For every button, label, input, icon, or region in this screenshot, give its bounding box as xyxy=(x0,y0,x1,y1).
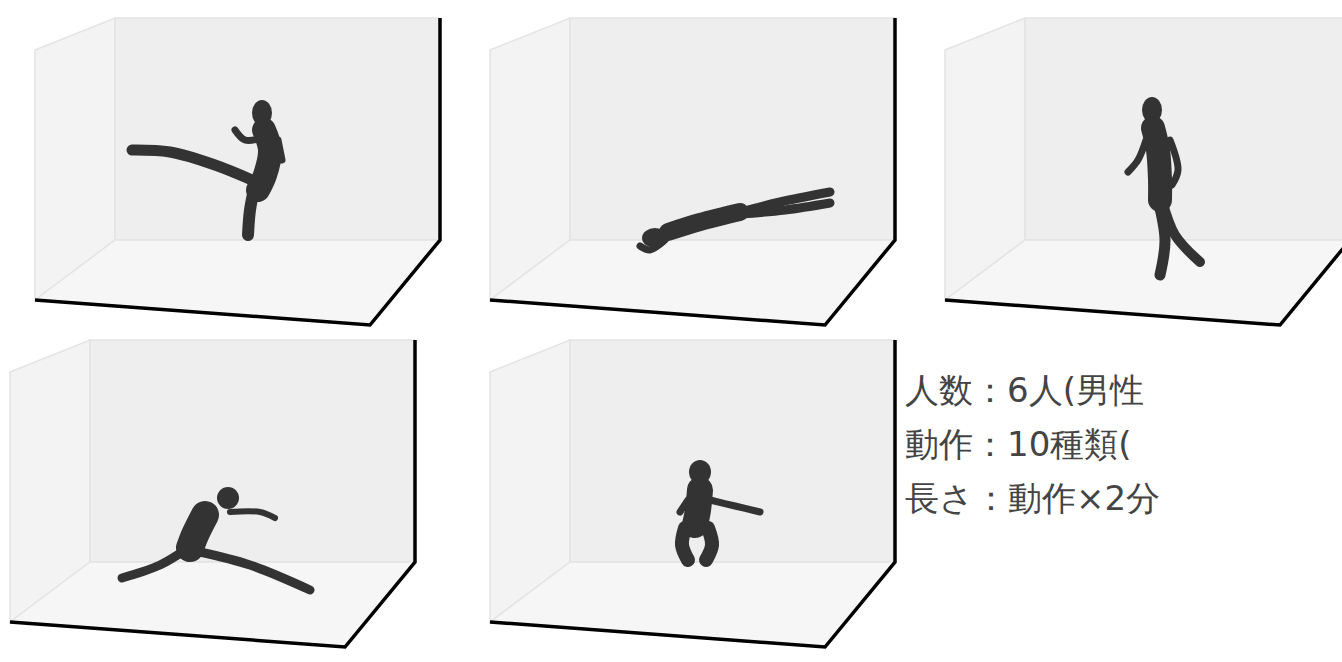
floor xyxy=(945,240,1342,325)
body-part xyxy=(640,240,665,250)
room-panel xyxy=(490,340,895,647)
body-part xyxy=(680,500,688,512)
body-part xyxy=(278,140,282,160)
body-part xyxy=(122,550,185,578)
body-part xyxy=(230,511,275,518)
axis-edge xyxy=(490,340,895,647)
spec-line: 長さ：動作×2分 xyxy=(905,478,1160,518)
room-panel xyxy=(490,18,895,325)
back-wall xyxy=(570,340,895,562)
room-panel xyxy=(10,340,415,647)
body-part xyxy=(706,528,712,560)
body-part xyxy=(235,130,262,140)
body-part xyxy=(1170,140,1178,185)
room-panel xyxy=(945,18,1342,325)
body-part xyxy=(132,150,252,180)
body-part xyxy=(682,528,688,560)
body-part xyxy=(740,203,830,214)
spec-line: 動作：10種類( xyxy=(905,424,1132,464)
body-part xyxy=(710,500,760,512)
human-silhouette xyxy=(1128,97,1200,275)
body-part xyxy=(190,515,205,548)
back-wall xyxy=(90,340,415,562)
axis-edge xyxy=(35,18,440,325)
body-part xyxy=(695,490,700,525)
axis-edge xyxy=(945,18,1342,325)
body-part xyxy=(1128,140,1146,172)
back-wall xyxy=(115,18,440,240)
back-wall xyxy=(1025,18,1342,240)
body-part xyxy=(200,552,310,590)
axis-edge xyxy=(10,340,415,647)
human-silhouette xyxy=(122,487,310,590)
body-part xyxy=(1153,128,1160,200)
spec-line: 人数：6人(男性 xyxy=(905,370,1144,410)
axis-edge xyxy=(490,18,895,325)
human-silhouette xyxy=(680,460,760,560)
head xyxy=(217,487,239,509)
room-panel xyxy=(35,18,440,325)
body-part xyxy=(248,185,255,235)
body-part xyxy=(668,212,740,232)
body-part xyxy=(1162,200,1200,262)
human-silhouette xyxy=(132,100,282,235)
human-silhouette xyxy=(640,192,830,250)
back-wall xyxy=(570,18,895,240)
